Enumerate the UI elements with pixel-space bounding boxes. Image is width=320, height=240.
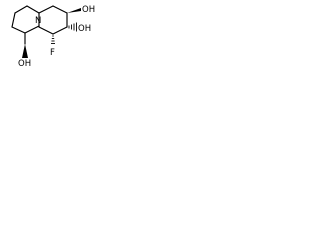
- atom-label-oh-top-left: OH: [18, 59, 31, 69]
- molecule-structure: N OH OH F OH: [11, 5, 95, 69]
- atom-label-oh-right: OH: [78, 24, 91, 34]
- bond-c1-c2: [14, 5, 28, 14]
- atom-label-oh-top-right: OH: [82, 5, 95, 15]
- bond-c1-n: [26, 5, 40, 14]
- bond-c3-c8a: [11, 26, 26, 34]
- atom-label-f: F: [50, 48, 55, 58]
- bond-c5-c6: [52, 5, 68, 14]
- bond-c7-c8: [52, 26, 68, 35]
- bond-c8a-n: [24, 25, 40, 34]
- bond-c2-c3: [11, 12, 16, 28]
- atom-label-n: N: [35, 16, 41, 26]
- hash-c8-f: [51, 35, 55, 44]
- wedge-c1-oh: [22, 44, 28, 58]
- wedge-c6-oh: [67, 8, 81, 13]
- bond-c8-c8a: [38, 26, 54, 35]
- bond-n-c5: [38, 5, 54, 14]
- hash-c7-oh: [68, 22, 77, 32]
